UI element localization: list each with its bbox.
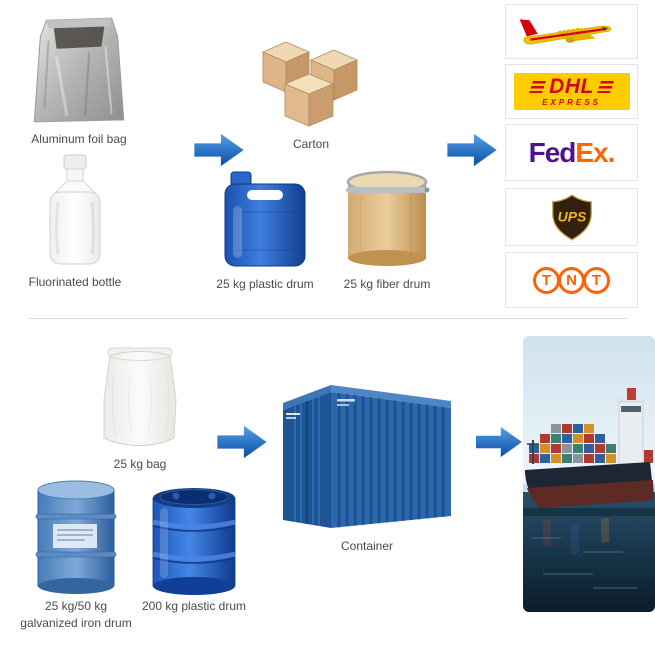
plastic-barrel-icon [152, 488, 236, 595]
container-ship-scene [523, 336, 655, 612]
dhl-badge: DHL EXPRESS [513, 73, 630, 110]
fluorinated-bottle-image [36, 150, 114, 268]
fiber-drum-icon [346, 170, 430, 266]
bottle-icon [49, 154, 101, 265]
plastic-drum-25kg-image [221, 166, 309, 268]
plastic-drum-200kg-label: 200 kg plastic drum [141, 599, 247, 613]
courier-dhl-logo: DHL EXPRESS [505, 64, 638, 119]
aluminum-foil-bag-label: Aluminum foil bag [31, 132, 127, 146]
galvanized-iron-drum-label-line2: galvanized iron drum [20, 616, 132, 630]
section-divider [28, 318, 628, 319]
woven-bag-icon [103, 347, 177, 446]
dhl-speed-lines-icon [529, 81, 547, 93]
jerry-can-icon [224, 171, 306, 267]
arrow-right-icon [476, 424, 522, 460]
container-image [281, 376, 453, 534]
fedex-fed: Fed [528, 136, 577, 168]
iron-drum-icon [35, 480, 117, 594]
carton-label: Carton [292, 137, 330, 151]
fedex-wordmark: FedEx. [528, 136, 616, 168]
plastic-drum-25kg-label: 25 kg plastic drum [216, 277, 314, 291]
tnt-letter-ring: T [583, 266, 610, 294]
cargo-plane-icon [519, 18, 611, 44]
bag-25kg-image [92, 340, 188, 452]
courier-ups-logo: UPS [505, 188, 638, 246]
arrow-right-icon [447, 132, 497, 168]
courier-fedex-logo: FedEx. [505, 124, 638, 181]
ups-wordmark: UPS [557, 208, 586, 224]
aluminum-foil-bag-image [26, 6, 132, 128]
tnt-wordmark: T N T [533, 266, 610, 294]
bag-25kg-label: 25 kg bag [113, 457, 167, 471]
fluorinated-bottle-label: Fluorinated bottle [28, 275, 122, 289]
shipping-container-icon [283, 385, 451, 528]
courier-airplane-logo [505, 4, 638, 59]
dhl-tagline: EXPRESS [542, 98, 601, 107]
dhl-speed-lines-icon [596, 81, 614, 93]
carton-image [260, 40, 362, 130]
container-label: Container [340, 539, 394, 553]
arrow-right-icon [194, 132, 244, 168]
carton-boxes-icon [261, 41, 359, 127]
tnt-letter-ring: T [533, 266, 560, 294]
tnt-letter-ring: N [558, 266, 585, 294]
fiber-drum-25kg-image [341, 166, 433, 268]
dhl-wordmark: DHL [549, 75, 594, 98]
container-ship-image [523, 336, 655, 612]
galvanized-iron-drum-image [33, 476, 119, 598]
fiber-drum-25kg-label: 25 kg fiber drum [343, 277, 431, 291]
plastic-drum-200kg-image [146, 482, 242, 598]
aluminum-foil-bag-icon [33, 17, 125, 123]
fedex-ex: Ex. [575, 136, 615, 168]
courier-tnt-logo: T N T [505, 252, 638, 308]
arrow-right-icon [217, 424, 267, 460]
galvanized-iron-drum-label-line1: 25 kg/50 kg [44, 599, 108, 613]
ups-shield-icon: UPS [551, 194, 592, 241]
